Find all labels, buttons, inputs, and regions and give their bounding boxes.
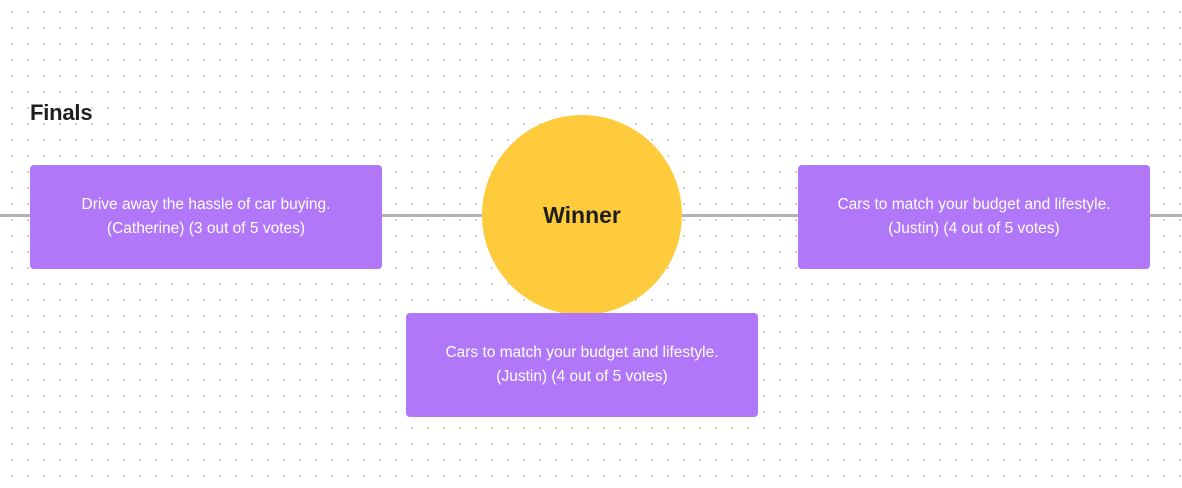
winner-circle[interactable]: Winner <box>482 115 682 315</box>
card-text: Drive away the hassle of car buying. (Ca… <box>82 193 331 241</box>
section-title[interactable]: Finals <box>30 100 93 125</box>
connector-line-right-edge <box>1150 214 1182 217</box>
connector-line-left <box>382 214 484 217</box>
card-author-votes: (Catherine) (3 out of 5 votes) <box>106 220 306 237</box>
card-text: Cars to match your budget and lifestyle.… <box>445 341 718 389</box>
semifinal-card-right[interactable]: Cars to match your budget and lifestyle.… <box>798 165 1150 269</box>
card-slogan: Cars to match your budget and lifestyle. <box>837 196 1111 213</box>
card-author-votes: (Justin) (4 out of 5 votes) <box>888 220 1060 237</box>
connector-line-right <box>680 214 798 217</box>
card-slogan: Cars to match your budget and lifestyle. <box>445 344 719 361</box>
semifinal-card-left[interactable]: Drive away the hassle of car buying. (Ca… <box>30 165 382 269</box>
card-text: Cars to match your budget and lifestyle.… <box>837 193 1110 241</box>
card-slogan: Drive away the hassle of car buying. <box>81 196 331 213</box>
winner-label: Winner <box>543 201 621 228</box>
card-author-votes: (Justin) (4 out of 5 votes) <box>496 368 668 385</box>
winner-result-card[interactable]: Cars to match your budget and lifestyle.… <box>406 313 758 417</box>
connector-line-left-edge <box>0 214 30 217</box>
